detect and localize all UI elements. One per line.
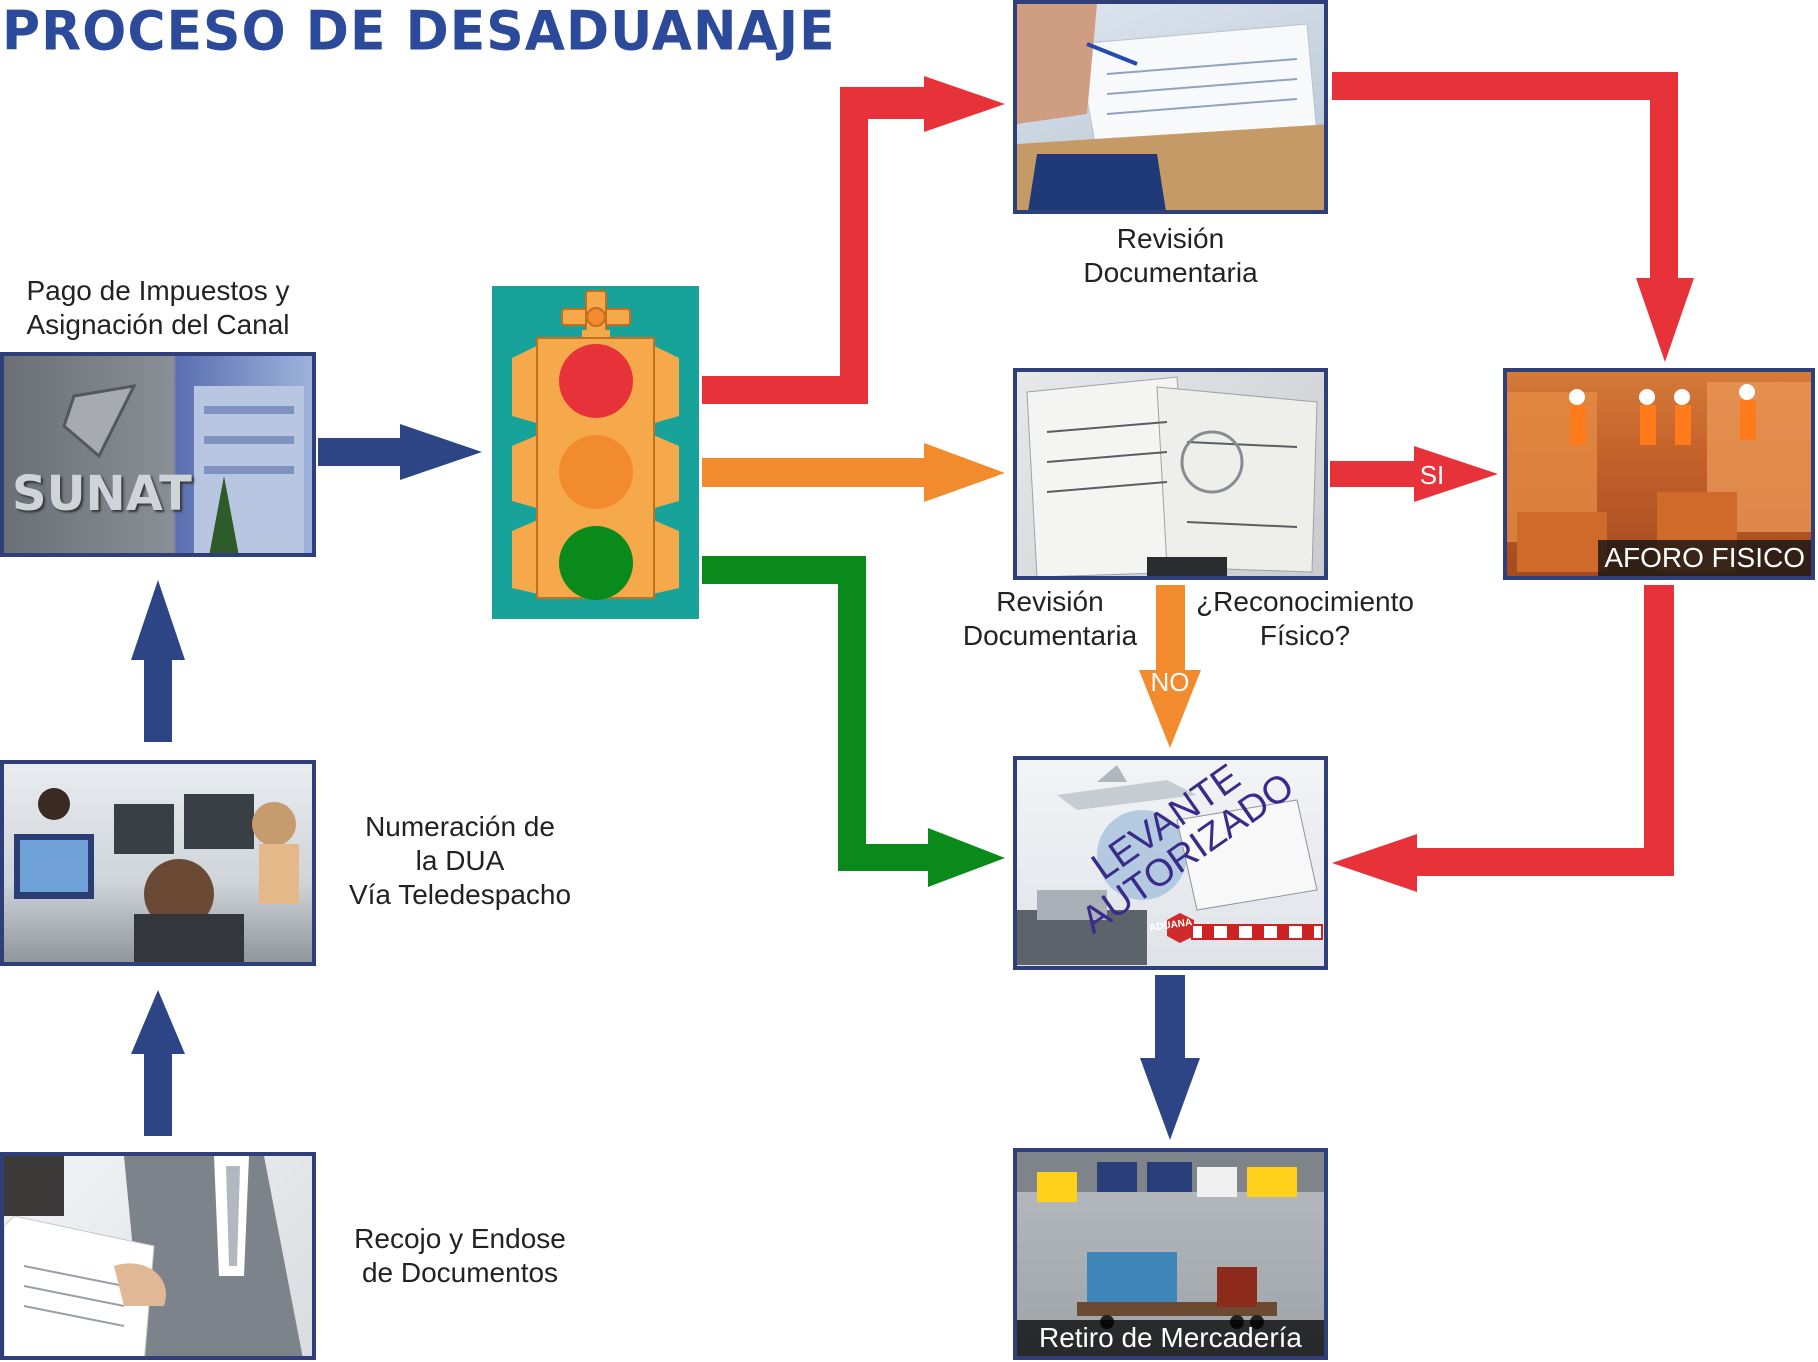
step-recojo-label: Recojo y Endose de Documentos (354, 1223, 566, 1288)
levante-image: ADUANA LEVANTE AUTORIZADO (1013, 756, 1328, 970)
step-revision-roja-label: Revisión Documentaria (1083, 223, 1258, 288)
step-numeracion-label: Numeración de la DUA Vía Teledespacho (348, 811, 572, 910)
teledespacho-image (0, 760, 316, 966)
retiro-image: Retiro de Mercadería (1013, 1148, 1328, 1360)
arrow-no-to-levante (1139, 585, 1201, 748)
sunat-image: SUNAT (0, 352, 316, 557)
arrow-levante-to-retiro (1140, 975, 1200, 1140)
arrow-revision-to-aforo (1332, 72, 1694, 362)
step-pago-label: Pago de Impuestos y Asignación del Canal (26, 275, 290, 340)
arrow-red-to-revision (702, 76, 1005, 404)
arrow-numeracion-to-pago (131, 580, 185, 742)
semaforo-panel (492, 286, 699, 619)
green-light-icon (559, 526, 633, 600)
arrow-si-to-aforo (1330, 446, 1498, 502)
red-light-icon (559, 344, 633, 418)
revision-roja-image (1013, 0, 1328, 214)
sunat-logo-text: SUNAT (12, 466, 192, 522)
recojo-image (0, 1152, 316, 1360)
no-label: NO (1151, 667, 1190, 697)
page-title: PROCESO DE DESADUANAJE (2, 0, 836, 63)
arrow-orange-to-revision (702, 443, 1005, 502)
traffic-light-icon (512, 290, 679, 600)
arrow-recojo-to-numeracion (131, 990, 185, 1136)
si-label: SI (1420, 460, 1445, 490)
yellow-light-icon (559, 435, 633, 509)
arrow-pago-to-semaforo (318, 424, 482, 480)
aforo-image: AFORO FISICO (1503, 368, 1815, 580)
aforo-caption: AFORO FISICO (1598, 540, 1811, 576)
revision-naranja-image (1013, 368, 1328, 580)
reconocimiento-question: ¿Reconocimiento Físico? (1196, 586, 1414, 651)
retiro-caption: Retiro de Mercadería (1017, 1320, 1324, 1356)
step-revision-naranja-label: Revisión Documentaria (962, 586, 1138, 651)
arrow-green-to-levante (702, 556, 1005, 887)
arrow-aforo-to-levante (1332, 585, 1674, 892)
